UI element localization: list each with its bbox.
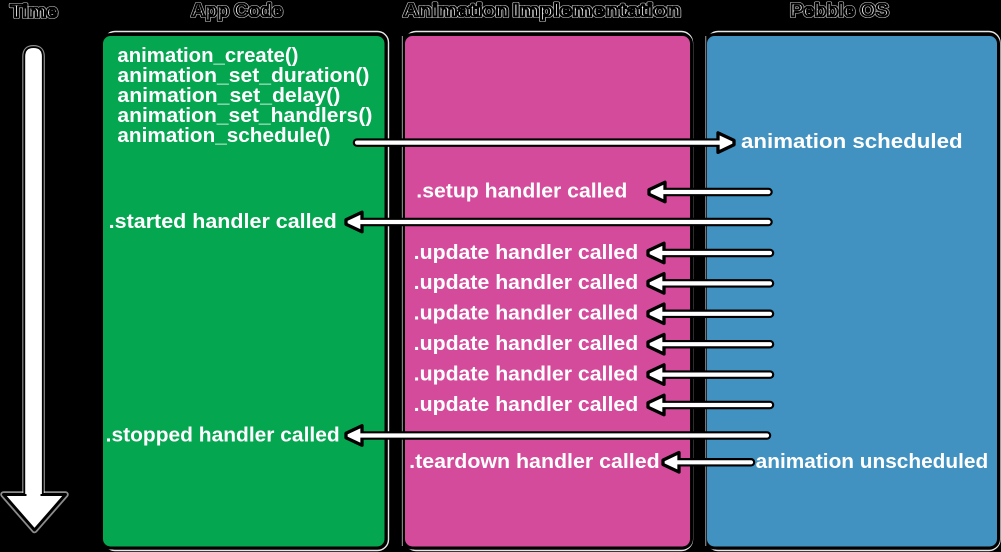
svg-text:animation_schedule(): animation_schedule(): [117, 125, 330, 147]
svg-text:.update handler called: .update handler called: [414, 242, 639, 264]
svg-text:.teardown handler called: .teardown handler called: [409, 451, 660, 473]
svg-text:Implementation: Implementation: [513, 0, 681, 21]
svg-text:.update handler called: .update handler called: [414, 394, 639, 416]
svg-text:.setup handler called: .setup handler called: [416, 180, 627, 202]
svg-text:animation unscheduled: animation unscheduled: [756, 451, 989, 473]
svg-text:Animation: Animation: [403, 0, 509, 21]
svg-text:animation scheduled: animation scheduled: [741, 131, 963, 153]
svg-text:.update handler called: .update handler called: [414, 303, 639, 325]
svg-text:.started handler called: .started handler called: [109, 211, 337, 233]
svg-text:.stopped handler called: .stopped handler called: [106, 424, 340, 446]
svg-text:App Code: App Code: [191, 0, 282, 21]
svg-text:Implementation: Implementation: [513, 0, 681, 21]
svg-text:Animation: Animation: [403, 0, 509, 21]
svg-text:animation_set_delay(): animation_set_delay(): [117, 85, 340, 107]
svg-text:App Code: App Code: [191, 0, 282, 21]
svg-text:.update handler called: .update handler called: [414, 363, 639, 385]
svg-text:Time: Time: [10, 1, 57, 22]
svg-text:.update handler called: .update handler called: [414, 272, 639, 294]
svg-text:Pebble OS: Pebble OS: [790, 0, 888, 21]
svg-text:animation_set_handlers(): animation_set_handlers(): [117, 105, 372, 127]
svg-text:Pebble OS: Pebble OS: [790, 0, 888, 21]
svg-text:animation_create(): animation_create(): [117, 45, 298, 67]
svg-text:Time: Time: [10, 1, 57, 22]
svg-text:.update handler called: .update handler called: [414, 333, 639, 355]
svg-text:animation_set_duration(): animation_set_duration(): [117, 65, 369, 87]
